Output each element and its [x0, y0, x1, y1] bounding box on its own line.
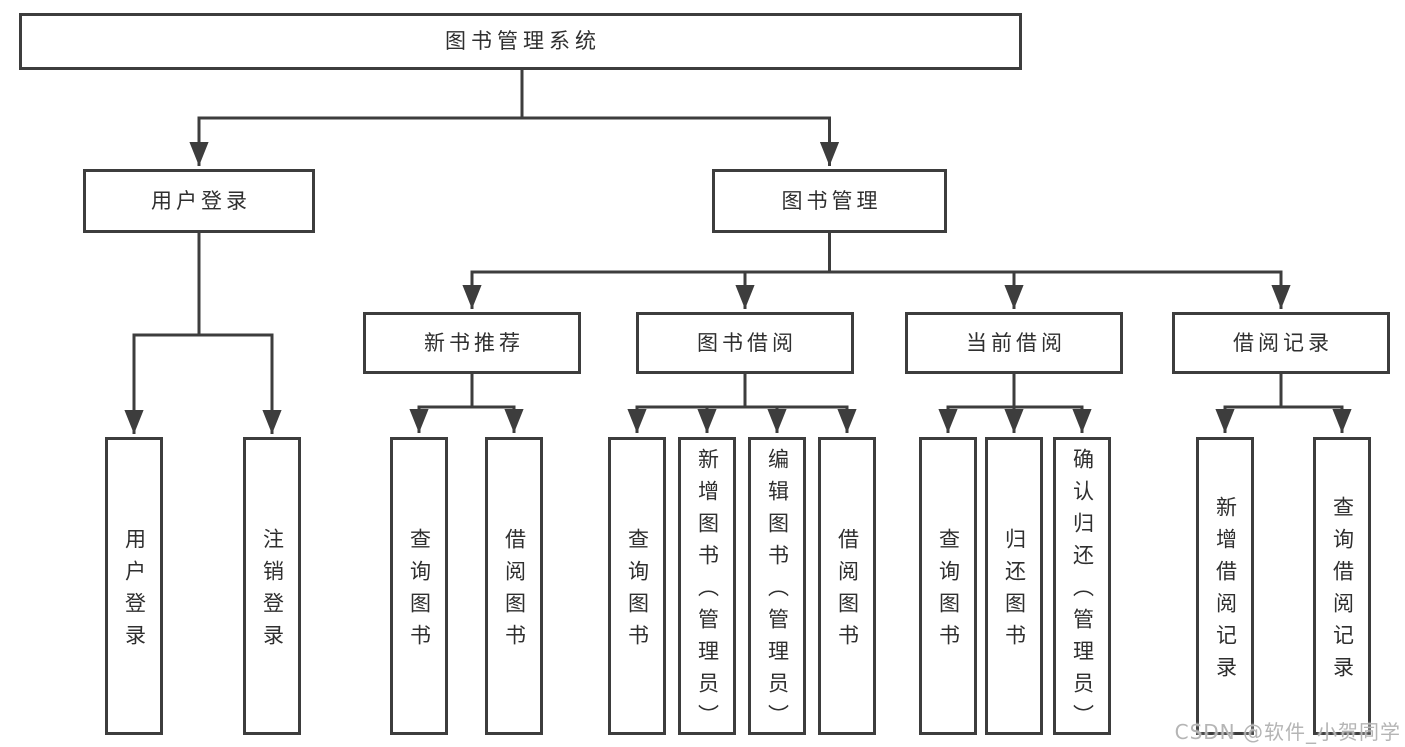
node-book-management: 图书管理 [712, 169, 947, 233]
leaf-query-books-borrowing: 查询图书 [608, 437, 666, 735]
node-new-book-recommend: 新书推荐 [363, 312, 581, 374]
connector-current-borrowing [938, 374, 1092, 433]
node-label: 借阅记录 [1233, 330, 1333, 355]
node-label: 归还图书 [1002, 527, 1027, 656]
leaf-user-login: 用户登录 [105, 437, 163, 735]
leaf-confirm-return-admin: 确认归还（管理员） [1053, 437, 1111, 736]
node-library-system: 图书管理系统 [19, 13, 1022, 70]
connector-borrowing-records [1215, 374, 1352, 433]
node-label: 查询借阅记录 [1330, 495, 1355, 688]
node-current-borrowing: 当前借阅 [905, 312, 1123, 374]
node-label: 图书管理 [781, 188, 882, 213]
node-label: 新增图书（管理员） [695, 447, 720, 736]
node-label: 用户登录 [151, 188, 251, 213]
connector-book-management [462, 233, 1291, 309]
node-label: 图书管理系统 [445, 29, 601, 53]
connector-root [189, 69, 840, 166]
leaf-borrow-books-recommend: 借阅图书 [485, 437, 543, 735]
leaf-query-books-recommend: 查询图书 [390, 437, 448, 735]
node-label: 编辑图书（管理员） [765, 447, 790, 736]
node-label: 查询图书 [625, 527, 650, 656]
node-label: 用户登录 [122, 527, 147, 656]
leaf-borrow-books-borrowing: 借阅图书 [818, 437, 876, 735]
leaf-add-borrow-record: 新增借阅记录 [1196, 437, 1254, 735]
node-label: 确认归还（管理员） [1070, 447, 1095, 736]
node-label: 查询图书 [936, 527, 961, 656]
leaf-edit-book-admin: 编辑图书（管理员） [748, 437, 806, 736]
connector-user-login [124, 233, 282, 434]
leaf-return-books: 归还图书 [985, 437, 1043, 735]
leaf-query-books-current: 查询图书 [919, 437, 977, 735]
connector-book-borrowing [627, 374, 857, 433]
node-label: 新增借阅记录 [1213, 495, 1238, 688]
node-borrowing-records: 借阅记录 [1172, 312, 1390, 374]
node-label: 借阅图书 [502, 527, 527, 656]
node-label: 当前借阅 [966, 330, 1066, 355]
connector-new-book-recommend [409, 374, 524, 433]
node-label: 注销登录 [260, 527, 285, 656]
leaf-query-borrow-record: 查询借阅记录 [1313, 437, 1371, 735]
node-book-borrowing: 图书借阅 [636, 312, 854, 374]
node-label: 借阅图书 [835, 527, 860, 656]
leaf-logout: 注销登录 [243, 437, 301, 735]
node-label: 新书推荐 [424, 330, 524, 355]
node-label: 查询图书 [407, 527, 432, 656]
node-label: 图书借阅 [697, 330, 797, 355]
csdn-watermark: CSDN @软件_小贺同学 [1174, 720, 1401, 744]
leaf-add-book-admin: 新增图书（管理员） [678, 437, 736, 736]
node-user-login: 用户登录 [83, 169, 315, 233]
